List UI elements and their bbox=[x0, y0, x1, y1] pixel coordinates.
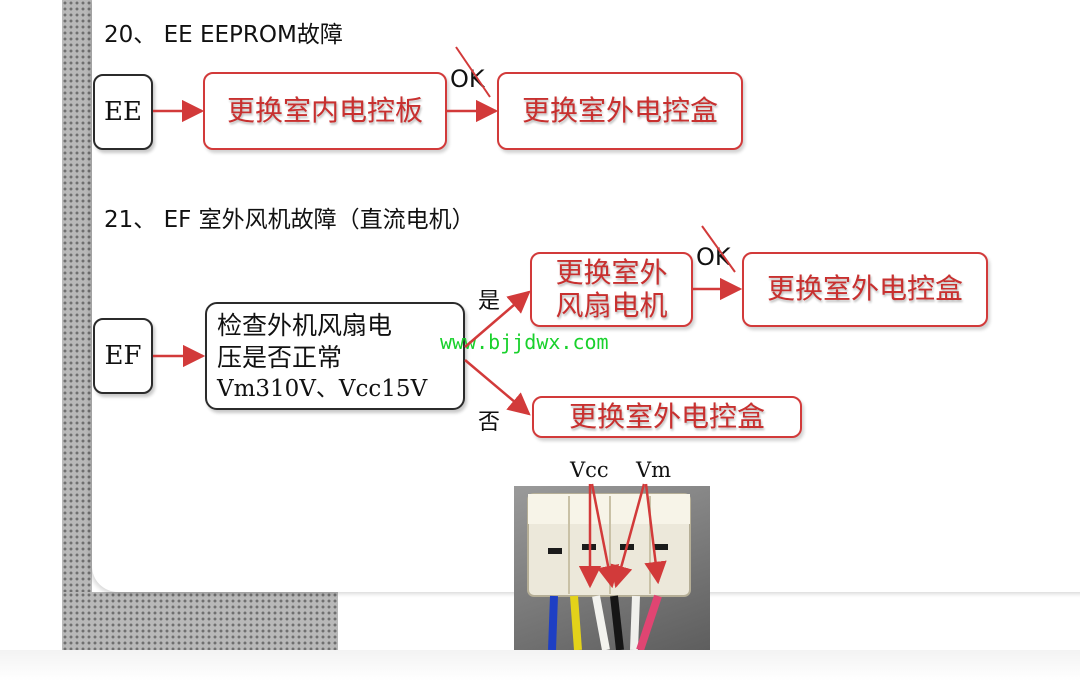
pin-slot bbox=[654, 544, 668, 550]
replace-indoor-board-box: 更换室内电控板 bbox=[203, 72, 447, 150]
bottom-strip bbox=[0, 650, 1080, 681]
fan-motor-line-2: 风扇电机 bbox=[555, 288, 668, 322]
ok-strike-21 bbox=[701, 225, 736, 273]
blue-wire bbox=[548, 595, 558, 650]
ef-code-box: EF bbox=[93, 318, 153, 394]
check-voltage-box: 检查外机风扇电 压是否正常 Vm310V、Vcc15V bbox=[205, 302, 465, 410]
pink-wire bbox=[636, 594, 662, 650]
pin-slot bbox=[548, 548, 562, 554]
section-20-heading: 20、 EE EEPROM故障 bbox=[104, 22, 343, 48]
fan-motor-line-1: 更换室外 bbox=[555, 256, 668, 290]
yellow-wire bbox=[570, 595, 582, 650]
check-text-line-2: 压是否正常 bbox=[217, 343, 343, 372]
ee-code-box: EE bbox=[93, 74, 153, 150]
dotted-border-bottom bbox=[62, 592, 338, 650]
ok-strike-20 bbox=[455, 46, 491, 98]
vcc-arrow bbox=[590, 483, 620, 589]
vm-label: Vm bbox=[636, 458, 672, 482]
replace-outdoor-box-20: 更换室外电控盒 bbox=[497, 72, 743, 150]
white-wire bbox=[592, 595, 610, 650]
white-wire bbox=[630, 595, 640, 650]
no-label: 否 bbox=[478, 410, 501, 435]
vm-arrow bbox=[610, 483, 646, 589]
replace-outdoor-box-no: 更换室外电控盒 bbox=[532, 396, 802, 438]
section-21-heading: 21、 EF 室外风机故障（直流电机） bbox=[104, 207, 475, 233]
replace-fan-motor-box: 更换室外 风扇电机 bbox=[530, 252, 693, 327]
arrow-yes-branch bbox=[464, 290, 531, 348]
check-text-line-3: Vm310V、Vcc15V bbox=[217, 376, 428, 402]
yes-label: 是 bbox=[478, 289, 501, 314]
replace-outdoor-box-ok: 更换室外电控盒 bbox=[742, 252, 988, 327]
vcc-label: Vcc bbox=[570, 458, 609, 482]
arrow-no-branch bbox=[464, 359, 531, 416]
black-wire bbox=[610, 595, 624, 650]
watermark-text: www.bjjdwx.com bbox=[440, 330, 609, 354]
check-text-line-1: 检查外机风扇电 bbox=[217, 311, 393, 340]
vm-arrow bbox=[644, 483, 667, 585]
dotted-border-left bbox=[62, 0, 92, 650]
